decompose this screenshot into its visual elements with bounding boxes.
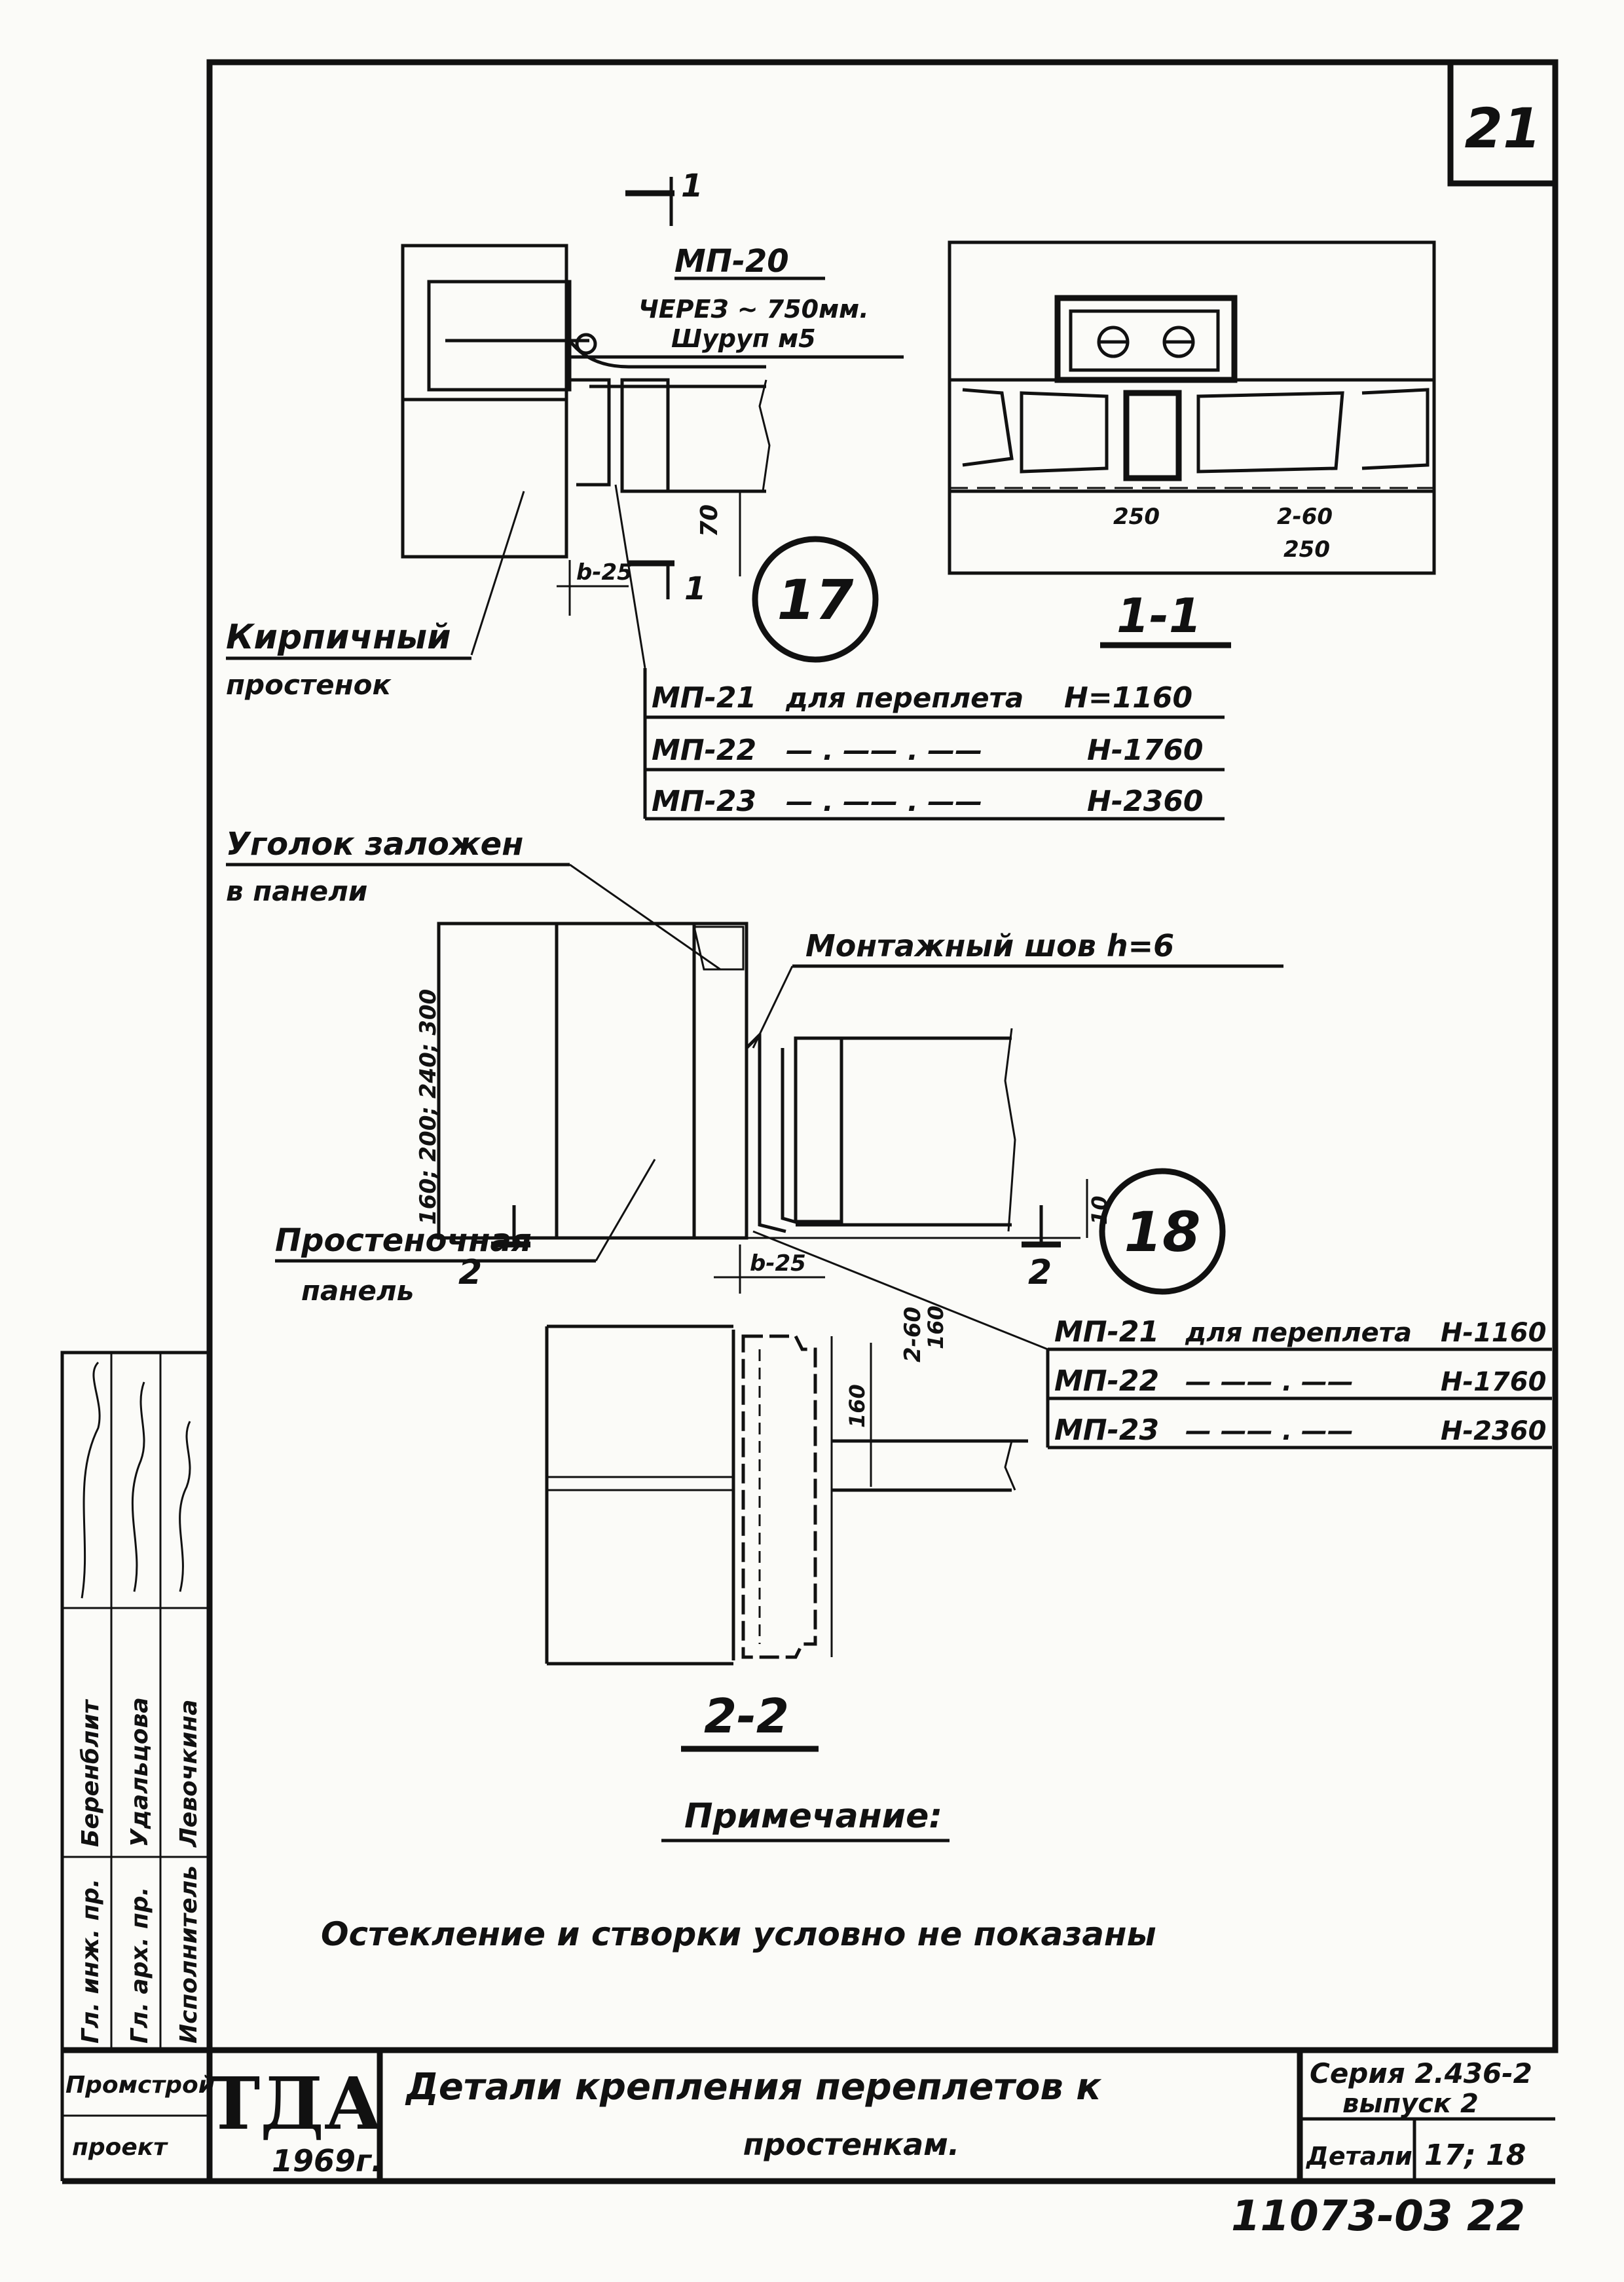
wall-panel (437, 922, 748, 1240)
schedule-17-h-3: H-2360 (1087, 785, 1204, 818)
sec11-dim-c: 250 (1283, 536, 1330, 563)
brick-label-1: Кирпичный (226, 618, 451, 657)
schedule-18-mid-3: — —— . —— (1185, 1416, 1354, 1446)
signature-3 (179, 1421, 191, 1592)
section-mark-1-top: 1 (681, 168, 703, 204)
plate-mp20-view (1054, 295, 1238, 383)
schedule-18-mid-1: для переплета (1185, 1318, 1412, 1348)
signature-1 (81, 1361, 101, 1599)
sec22-dim-top: 2-60 (900, 1307, 926, 1362)
brick-label-2: простенок (226, 669, 392, 701)
note: Примечание: Остекление и створки условно… (321, 1797, 1156, 1953)
sec11-dim-b: 2-60 (1277, 504, 1333, 530)
stamp-role-2: Гл. арх. пр. (126, 1887, 153, 2044)
detail-value: 17; 18 (1424, 2139, 1526, 2172)
stamp-name-3: Левочкина (175, 1700, 202, 1848)
dim-70: 70 (696, 504, 723, 537)
label-screw-m5: Шуруп м5 (671, 324, 816, 353)
org-name-2: проект (72, 2134, 168, 2161)
schedule-17-mid-3: — . —— . —— (786, 785, 982, 817)
schedule-18-mid-2: — —— . —— (1185, 1367, 1354, 1397)
weld-label: Монтажный шов h=6 (805, 928, 1174, 963)
section-1-1: 250 2-60 250 1-1 (948, 240, 1436, 648)
stamp-name-2: Удальцова (126, 1697, 153, 1847)
sec22-dim-top2: 160 (923, 1305, 948, 1349)
callout-18-circle (1099, 1168, 1226, 1295)
schedule-17-mark-2: МП-22 (652, 734, 756, 767)
schedule-18-mark-1: МП-21 (1054, 1315, 1159, 1349)
title-block: Промстрой проект ТДА 1969г. Детали крепл… (60, 2050, 1555, 2184)
dim-b25-17: b-25 (576, 559, 633, 586)
panel-label-1: Простеночная (275, 1222, 532, 1259)
sheet-frame (206, 59, 1559, 2053)
cut-2-right: 2 (1028, 1253, 1052, 1292)
schedule-18-mark-2: МП-22 (1054, 1364, 1159, 1398)
corner-label-2: в панели (226, 875, 367, 907)
stamp-role-3: Исполнитель (175, 1865, 202, 2044)
series-2: выпуск 2 (1342, 2089, 1479, 2119)
label-through-750: ЧЕРЕЗ ~ 750мм. (638, 295, 869, 324)
screw-head-2 (1162, 326, 1195, 358)
panel-label-2: панель (301, 1275, 414, 1307)
schedule-18-h-1: H-1160 (1441, 1318, 1546, 1348)
signature-2 (131, 1381, 145, 1592)
stamp-name-1: Беренблит (77, 1698, 104, 1847)
schedule-17: МП-21 для переплета H=1160 МП-22 — . —— … (643, 668, 1225, 821)
schedule-17-h-2: H-1760 (1087, 734, 1204, 767)
detail-18: Уголок заложен в панели 160; 200; 240; 3… (226, 826, 1552, 1450)
label-mp20: МП-20 (674, 243, 789, 280)
schedule-18-mark-3: МП-23 (1054, 1413, 1159, 1447)
section-2-2-title: 2-2 (704, 1689, 789, 1744)
side-stamp: Гл. инж. пр. Гл. арх. пр. Исполнитель Бе… (60, 1351, 212, 2052)
callout-17-circle (752, 536, 879, 663)
section-2-2: 2-60 160 160 2-2 (545, 1305, 1028, 1752)
org-logo: ТДА (206, 2061, 382, 2146)
schedule-17-h-1: H=1160 (1064, 681, 1192, 715)
dim-b25-18: b-25 (750, 1250, 806, 1277)
bottom-code: 11073-03 (1231, 2192, 1452, 2241)
schedule-18-h-3: H-2360 (1441, 1416, 1546, 1446)
height-dims: 160; 200; 240; 300 (415, 989, 441, 1225)
org-name-1: Промстрой (65, 2072, 215, 2099)
callout-17: 17 (777, 568, 854, 632)
page-number-box: 21 (1447, 59, 1559, 187)
drawing-title-1: Детали крепления переплетов к (405, 2066, 1102, 2108)
cut-2-left: 2 (458, 1253, 482, 1292)
sec22-dim-mid: 160 (845, 1384, 870, 1428)
year: 1969г. (272, 2143, 383, 2179)
note-text: Остекление и створки условно не показаны (321, 1915, 1156, 1953)
sec11-dim-a: 250 (1113, 504, 1160, 530)
corner-label-1: Уголок заложен (226, 826, 523, 863)
schedule-18: МП-21 для переплета H-1160 МП-22 — —— . … (1046, 1315, 1552, 1450)
stamp-role-1: Гл. инж. пр. (77, 1879, 104, 2044)
screw-head-1 (1097, 326, 1130, 358)
schedule-17-mark-3: МП-23 (652, 785, 756, 818)
section-mark-1-bottom: 1 (684, 570, 706, 607)
schedule-18-h-2: H-1760 (1441, 1367, 1546, 1397)
drawing-title-2: простенкам. (743, 2127, 960, 2162)
callout-18: 18 (1124, 1200, 1201, 1264)
schedule-17-mid-2: — . —— . —— (786, 734, 982, 766)
detail-17: 1 70 1 b-25 МП-20 ЧЕРЕЗ ~ 750мм. (226, 168, 1225, 821)
brick-wall-lower (401, 398, 568, 559)
note-title: Примечание: (684, 1797, 942, 1836)
section-1-1-title: 1-1 (1116, 588, 1202, 643)
page-number: 21 (1465, 96, 1541, 160)
detail-label: Детали (1306, 2142, 1412, 2171)
schedule-17-mark-1: МП-21 (652, 681, 756, 715)
schedule-17-mid-1: для переплета (785, 682, 1024, 714)
series-1: Серия 2.436-2 (1310, 2057, 1532, 2089)
bottom-page: 22 (1467, 2192, 1525, 2241)
